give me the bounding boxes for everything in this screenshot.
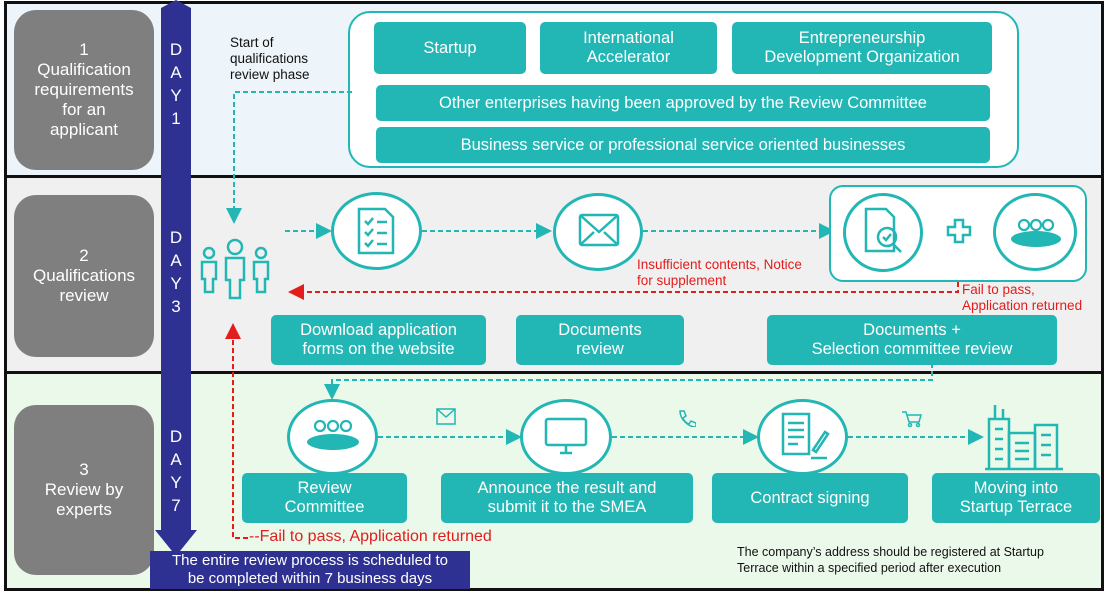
document-search-circle [843,193,923,272]
plus-icon [946,218,972,244]
people-icon [200,238,270,300]
step-announce-result: Announce the result and submit it to the… [441,473,693,523]
computer-icon [544,417,588,455]
envelope-icon [578,213,620,247]
contract-icon [781,412,830,460]
start-note: Start of qualifications review phase [230,35,310,82]
phone-small-icon [679,410,696,427]
insufficient-note: Insufficient contents, Notice for supple… [637,257,802,288]
cart-small-icon [902,411,922,428]
stage-3-label: 3 Review by experts [14,405,154,575]
step-download-forms: Download application forms on the websit… [271,315,486,365]
buildings-icon [985,405,1063,471]
step-selection-committee: Documents + Selection committee review [767,315,1057,365]
stage-1-label: 1 Qualification requirements for an appl… [14,10,154,170]
step-moving-in: Moving into Startup Terrace [932,473,1100,523]
meeting-icon [1011,218,1061,247]
stage-2-label: 2 Qualifications review [14,195,154,357]
step-review-committee: Review Committee [242,473,407,523]
stage2-fail-note: Fail to pass, Application returned [962,282,1083,313]
address-note: The company’s address should be register… [737,545,1044,575]
category-startup: Startup [374,22,526,74]
checklist-circle [331,192,422,270]
mail-small-icon [436,408,456,425]
step-documents-review: Documents review [516,315,684,365]
category-business-service: Business service or professional service… [376,127,990,163]
stage3-fail-note: --Fail to pass, Application returned [249,528,492,545]
day-7-label: D A Y 7 [169,427,183,515]
timeline-arrow [155,0,197,556]
step-contract-signing: Contract signing [712,473,908,523]
checklist-icon [357,207,395,255]
day-1-label: D A Y 1 [169,40,183,128]
category-entrepreneurship-org: Entrepreneurship Development Organizatio… [732,22,992,74]
timeline-note: The entire review process is scheduled t… [150,551,470,589]
category-other-enterprises: Other enterprises having been approved b… [376,85,990,121]
document-search-icon [864,207,902,253]
meeting-icon [307,419,359,450]
day-3-label: D A Y 3 [169,228,183,316]
category-international-accelerator: International Accelerator [540,22,717,74]
